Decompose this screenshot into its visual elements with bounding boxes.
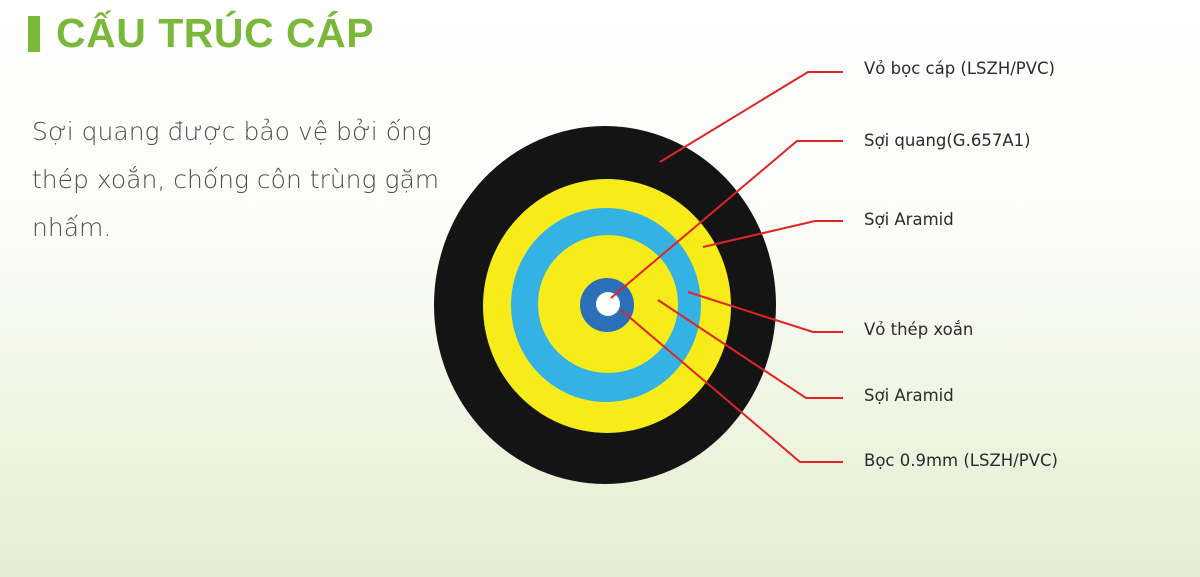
optical-fiber xyxy=(596,292,620,316)
leader-line-6 xyxy=(620,309,843,463)
leader-line-5 xyxy=(657,299,843,399)
leader-line-2 xyxy=(610,140,843,299)
title-accent-bar xyxy=(28,15,40,52)
leader-line-3 xyxy=(702,220,843,248)
description-text: Sợi quang được bảo vệ bởi ống thép xoắn,… xyxy=(32,117,440,242)
leader-line-1 xyxy=(659,71,843,163)
label-outer-jacket: Vỏ bọc cáp (LSZH/PVC) xyxy=(864,59,1055,78)
label-optical-fiber: Sợi quang(G.657A1) xyxy=(864,131,1031,150)
label-inner-aramid: Sợi Aramid xyxy=(864,386,954,405)
label-outer-aramid: Sợi Aramid xyxy=(864,210,954,229)
label-tight-buffer: Bọc 0.9mm (LSZH/PVC) xyxy=(864,451,1058,470)
page-title: CẤU TRÚC CÁP xyxy=(28,10,374,57)
title-text: CẤU TRÚC CÁP xyxy=(56,10,375,56)
leader-line-4 xyxy=(687,291,843,333)
label-steel-armor: Vỏ thép xoắn xyxy=(864,320,974,339)
